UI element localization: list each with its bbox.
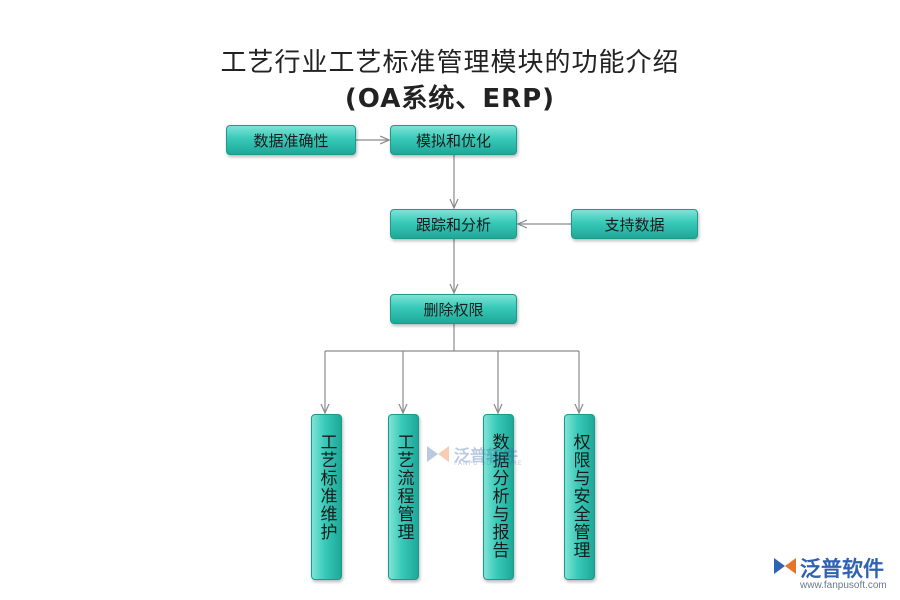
node-support-data: 支持数据 <box>571 209 698 239</box>
leaf-process-flow-management: 工艺流程管理 <box>388 414 419 580</box>
node-track-analyze: 跟踪和分析 <box>390 209 517 239</box>
fanpu-logo-icon <box>427 446 449 462</box>
node-delete-permission: 删除权限 <box>390 294 517 324</box>
leaf-process-standard-maintenance: 工艺标准维护 <box>311 414 342 580</box>
corner-url-text: www.fanpusoft.com <box>800 580 887 591</box>
corner-watermark: 泛普软件 www.fanpusoft.com <box>772 553 887 591</box>
center-watermark-text: 泛普软件 <box>454 446 519 465</box>
corner-brand-text: 泛普软件 <box>800 557 884 581</box>
leaf-data-analysis-report: 数据分析与报告 <box>483 414 514 580</box>
center-watermark: 泛普软件 FANPU SOFTWARE <box>424 440 522 472</box>
leaf-permission-security-management: 权限与安全管理 <box>564 414 595 580</box>
center-watermark-sub: FANPU SOFTWARE <box>454 460 523 467</box>
fanpu-corner-logo-icon <box>774 558 796 574</box>
node-simulate-optimize: 模拟和优化 <box>390 125 517 155</box>
diagram-title: 工艺行业工艺标准管理模块的功能介绍 <box>220 48 680 78</box>
diagram-subtitle: (OA系统、ERP) <box>344 84 556 114</box>
node-data-accuracy: 数据准确性 <box>226 125 356 155</box>
